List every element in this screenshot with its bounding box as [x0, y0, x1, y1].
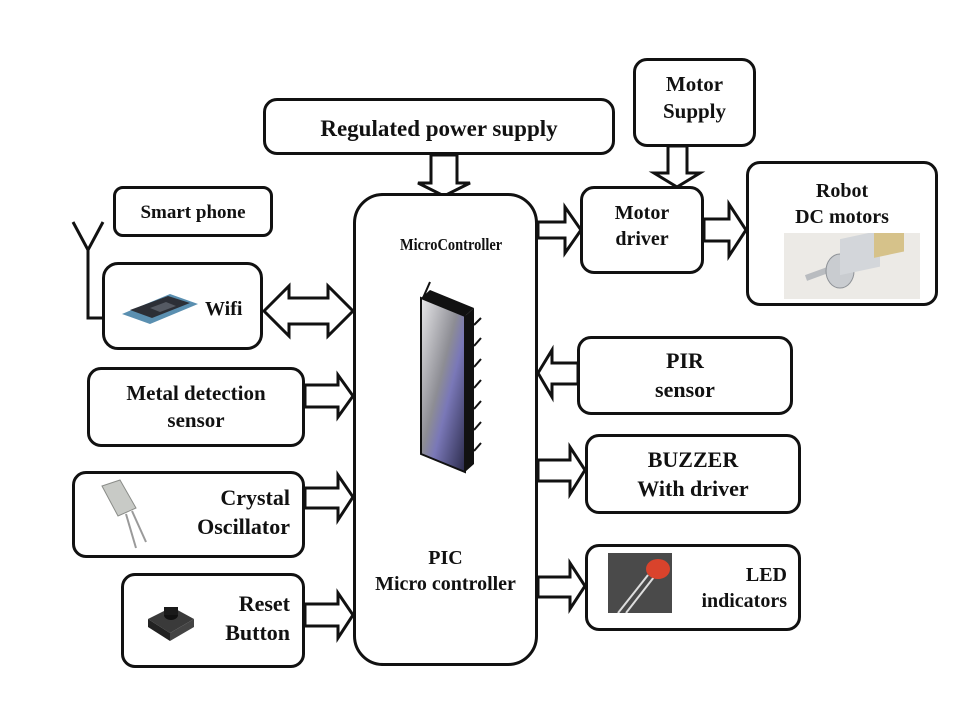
dc-motor-image	[784, 215, 920, 299]
ic-chip-image	[418, 280, 482, 479]
led-line1: LED	[745, 564, 787, 586]
robot-motors-line1: Robot	[815, 180, 869, 202]
arrow-power-to-mcu	[417, 153, 471, 198]
robot-motors-line2: DC motors	[795, 206, 889, 228]
motor-supply-line1: Motor	[665, 72, 724, 96]
reset-line2: Button	[225, 619, 290, 645]
arrow-metal-to-mcu	[303, 370, 355, 422]
tactile-switch-image	[142, 597, 198, 652]
led-label: LED indicators	[701, 562, 787, 614]
motor-driver-line1: Motor	[614, 202, 670, 224]
arrow-crystal-to-mcu	[303, 470, 355, 526]
pir-sensor-block: PIR sensor	[577, 336, 793, 415]
mcu-label: PIC Micro controller	[353, 545, 538, 597]
antenna-icon	[71, 221, 105, 320]
motor-supply-line2: Supply	[662, 99, 727, 124]
reset-label: Reset Button	[225, 590, 290, 647]
red-led-image	[608, 553, 672, 614]
arrow-mcu-to-led	[536, 557, 587, 615]
metal-sensor-line2: sensor	[167, 408, 225, 433]
pir-line2: sensor	[655, 376, 715, 402]
smart-phone-block: Smart phone	[113, 186, 273, 237]
arrow-reset-to-mcu	[303, 588, 355, 644]
regulated-power-supply-block: Regulated power supply	[263, 98, 615, 155]
wifi-label: Wifi	[205, 298, 243, 320]
buzzer-line1: BUZZER	[647, 447, 739, 472]
arrow-pir-to-mcu	[536, 344, 580, 403]
led-line2: indicators	[701, 590, 787, 612]
motor-driver-block: Motor driver	[580, 186, 704, 274]
crystal-label: Crystal Oscillator	[197, 484, 290, 541]
mcu-line2: Micro controller	[375, 573, 516, 595]
crystal-line2: Oscillator	[197, 513, 290, 539]
arrow-mcu-to-buzzer	[536, 441, 587, 500]
buzzer-line2: With driver	[637, 475, 749, 501]
motor-supply-block: Motor Supply	[633, 58, 756, 147]
pir-line1: PIR	[666, 348, 704, 373]
arrow-mcu-to-driver	[536, 202, 583, 258]
metal-sensor-line1: Metal detection	[126, 381, 266, 405]
crystal-oscillator-image	[96, 478, 156, 557]
motor-driver-line2: driver	[615, 228, 669, 250]
arrow-motorsupply-to-driver	[648, 144, 706, 189]
buzzer-block: BUZZER With driver	[585, 434, 801, 514]
mcu-chip-caption: MicroController	[400, 235, 503, 254]
mcu-line1: PIC	[428, 547, 463, 569]
metal-detection-sensor-block: Metal detection sensor	[87, 367, 305, 447]
smart-phone-label: Smart phone	[140, 202, 246, 223]
power-supply-label: Regulated power supply	[320, 116, 558, 141]
wifi-module-image	[120, 286, 200, 331]
arrow-wifi-mcu-bidirectional	[261, 282, 356, 340]
arrow-driver-to-motors	[702, 198, 748, 262]
crystal-line1: Crystal	[220, 485, 290, 510]
reset-line1: Reset	[238, 591, 290, 616]
